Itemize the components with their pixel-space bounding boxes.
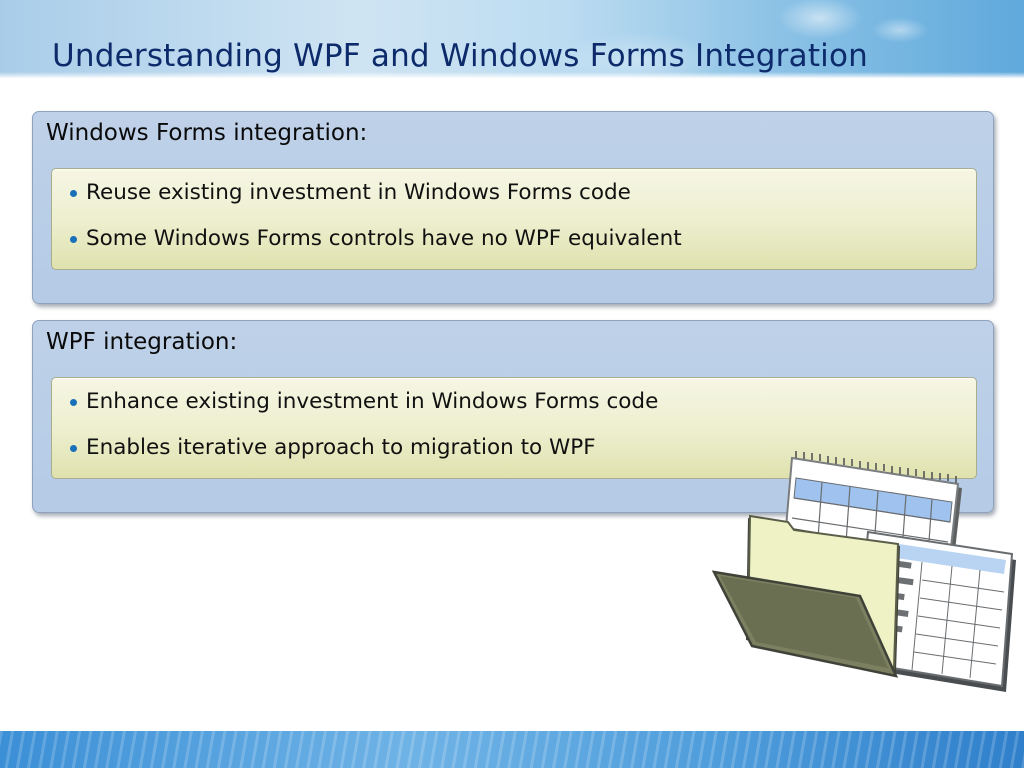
bullet-box: Reuse existing investment in Windows For… xyxy=(51,168,977,270)
folder-documents-illustration xyxy=(711,451,1016,692)
bullet-item: Enables iterative approach to migration … xyxy=(70,436,976,460)
bullet-list: Enhance existing investment in Windows F… xyxy=(52,378,976,460)
bullet-text: Enables iterative approach to migration … xyxy=(86,435,596,460)
bullet-text: Reuse existing investment in Windows For… xyxy=(86,180,631,205)
slide-title: Understanding WPF and Windows Forms Inte… xyxy=(52,38,869,74)
panel-heading: WPF integration: xyxy=(46,329,238,355)
bullet-text: Some Windows Forms controls have no WPF … xyxy=(86,226,682,251)
panel-heading: Windows Forms integration: xyxy=(46,120,368,146)
bullet-dot-icon xyxy=(70,189,77,197)
bottom-band xyxy=(0,731,1024,768)
bullet-text: Enhance existing investment in Windows F… xyxy=(86,389,659,414)
bullet-item: Some Windows Forms controls have no WPF … xyxy=(70,227,976,251)
folder-icon xyxy=(711,514,900,678)
title-band xyxy=(0,0,1024,78)
bullet-item: Reuse existing investment in Windows For… xyxy=(70,181,976,205)
bullet-dot-icon xyxy=(70,235,77,243)
bullet-dot-icon xyxy=(70,444,77,452)
bullet-item: Enhance existing investment in Windows F… xyxy=(70,390,976,414)
bullet-list: Reuse existing investment in Windows For… xyxy=(52,169,976,251)
bullet-dot-icon xyxy=(70,398,77,406)
windows-forms-integration-panel: Windows Forms integration: Reuse existin… xyxy=(32,111,994,304)
